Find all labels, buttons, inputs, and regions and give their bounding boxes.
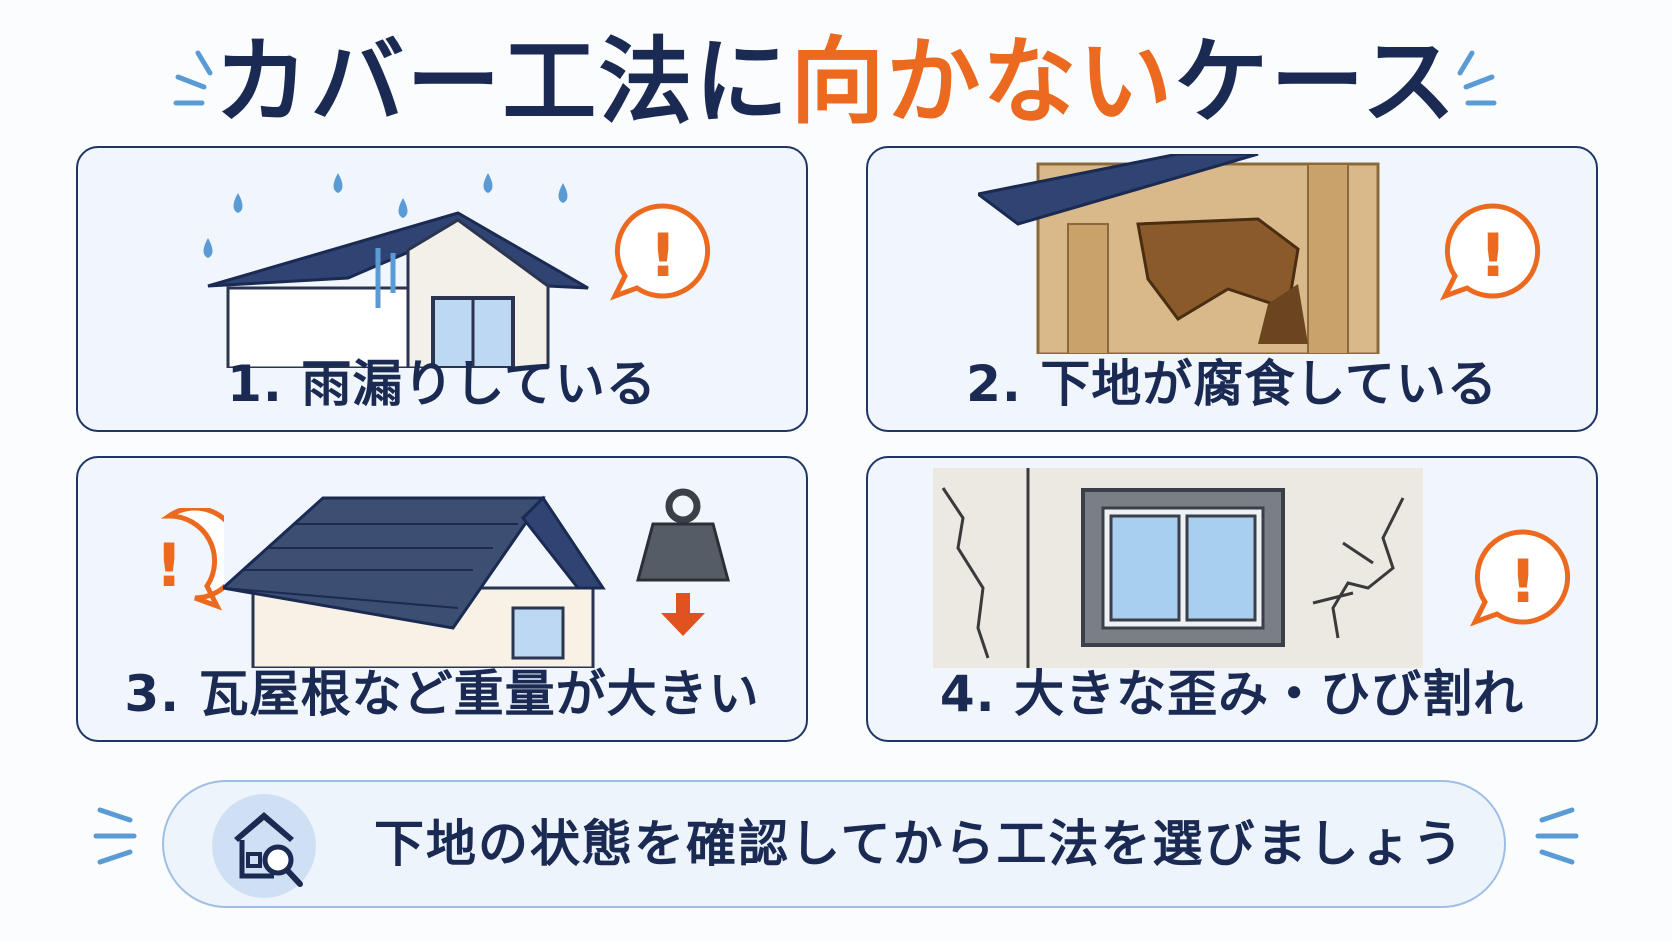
rotten-substrate-illustration — [978, 154, 1380, 354]
svg-text:!: ! — [649, 221, 676, 291]
burst-lines-icon — [173, 50, 213, 106]
svg-text:!: ! — [1509, 547, 1536, 617]
tile-roof-house-illustration — [223, 495, 606, 668]
alert-bubble-icon: ! — [155, 508, 224, 611]
case-label: 4. 大きな歪み・ひび割れ — [939, 665, 1525, 723]
burst-lines-icon — [93, 807, 137, 865]
advice-text: 下地の状態を確認してから工法を選びましょう — [374, 815, 1465, 873]
title-tail: ケース — [1174, 28, 1458, 137]
svg-text:!: ! — [155, 531, 182, 601]
case-label: 1. 雨漏りしている — [227, 355, 657, 413]
case-label: 2. 下地が腐食している — [966, 355, 1498, 413]
title-accent: 向かない — [790, 28, 1175, 137]
alert-bubble-icon: ! — [609, 203, 711, 301]
svg-text:!: ! — [1479, 221, 1506, 291]
page-title: カバー工法に向かないケース — [0, 28, 1672, 138]
weight-icon — [636, 488, 730, 636]
burst-lines-icon — [1535, 807, 1579, 865]
case-card-cracks: ! 4. 大きな歪み・ひび割れ — [866, 456, 1598, 742]
title-main: カバー工法に — [214, 28, 791, 137]
leaking-house-illustration — [203, 173, 589, 368]
case-card-rot: ! 2. 下地が腐食している — [866, 146, 1598, 432]
case-card-leak: ! 1. 雨漏りしている — [76, 146, 808, 432]
cracked-wall-illustration — [933, 468, 1423, 668]
house-inspect-icon — [212, 794, 316, 898]
case-card-heavy-roof: ! 3. 瓦屋根など重量が大きい — [76, 456, 808, 742]
advice-banner: 下地の状態を確認してから工法を選びましょう — [162, 780, 1506, 908]
case-label: 3. 瓦屋根など重量が大きい — [124, 665, 760, 723]
burst-lines-icon — [1457, 50, 1497, 106]
alert-bubble-icon: ! — [1439, 203, 1541, 301]
alert-bubble-icon: ! — [1469, 529, 1571, 627]
